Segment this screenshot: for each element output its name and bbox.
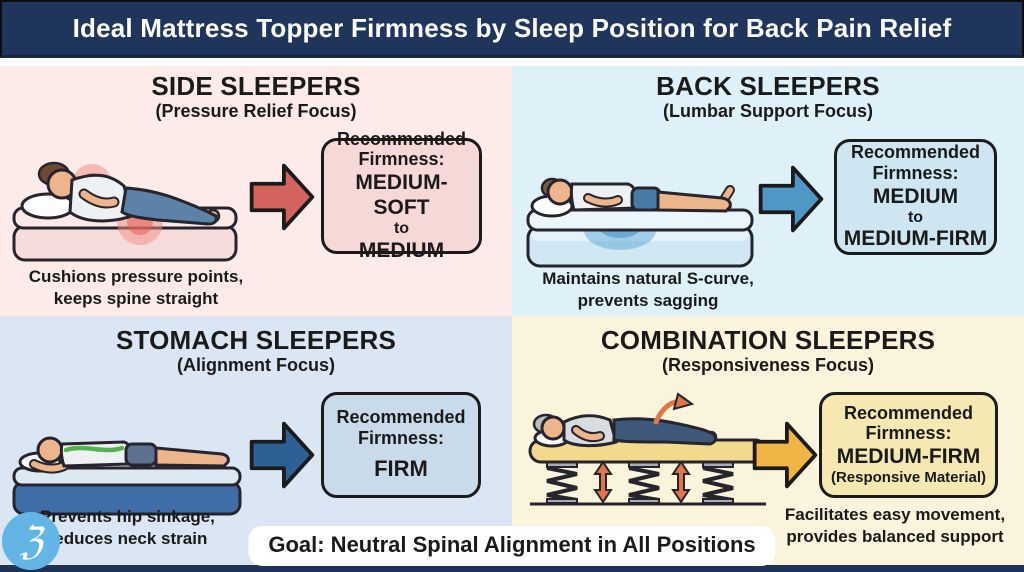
- legs: [656, 190, 732, 213]
- coil-springs: [546, 461, 734, 504]
- box-heading: Recommended: [843, 402, 974, 423]
- box-heading: Recommended: [850, 142, 981, 163]
- firmness-value: MEDIUM-FIRM: [836, 445, 981, 469]
- torso: [59, 440, 132, 468]
- caption: Cushions pressure points, keeps spine st…: [28, 267, 244, 309]
- arm: [573, 427, 603, 441]
- firmness-connector: to: [393, 220, 410, 238]
- up-down-arrow-icon: [593, 460, 613, 504]
- box-heading: Recommended: [336, 128, 467, 149]
- section-title: SIDE SLEEPERS: [151, 71, 361, 101]
- firmness-value: FIRM: [374, 456, 428, 482]
- box-heading: Recommended: [336, 407, 466, 428]
- goal-banner: Goal: Neutral Spinal Alignment in All Po…: [248, 526, 776, 566]
- section-subtitle: (Pressure Relief Focus): [155, 101, 357, 121]
- header-bar: Ideal Mattress Topper Firmness by Sleep …: [0, 0, 1024, 58]
- box-heading2: Firmness:: [872, 163, 959, 184]
- spine-alignment-line: [63, 445, 125, 453]
- legs: [612, 417, 717, 446]
- caption: Facilitates easy movement, provides bala…: [784, 505, 1006, 547]
- brand-logo: ℨ: [2, 512, 60, 570]
- goal-text: Goal: Neutral Spinal Alignment in All Po…: [268, 532, 756, 557]
- up-down-arrow-icon: [671, 460, 691, 504]
- arm: [80, 190, 118, 207]
- caption: Prevents hip sinkage, reduces neck strai…: [40, 507, 215, 549]
- quadrant-back-sleepers: BACK SLEEPERS (Lumbar Support Focus): [512, 66, 1024, 316]
- section-subtitle: (Lumbar Support Focus): [663, 101, 873, 121]
- recommendation-box: Recommended Firmness: MEDIUM-FIRM (Respo…: [819, 392, 998, 498]
- page-title: Ideal Mattress Topper Firmness by Sleep …: [72, 13, 952, 43]
- section-title: BACK SLEEPERS: [656, 71, 880, 101]
- box-heading2: Firmness:: [357, 427, 445, 448]
- head: [546, 178, 574, 206]
- right-arrow-icon: [249, 163, 315, 231]
- section-subtitle: (Alignment Focus): [177, 355, 335, 375]
- right-arrow-icon: [758, 165, 824, 233]
- back-sleeper-illustration: [526, 177, 754, 268]
- firmness-value: MEDIUM-SOFT: [355, 171, 448, 220]
- recommendation-box: Recommended Firmness: MEDIUM-SOFT to MED…: [321, 129, 482, 262]
- right-arrow-icon: [249, 421, 315, 489]
- caption: Maintains natural S-curve, prevents sagg…: [542, 269, 754, 311]
- recommendation-box: Recommended Firmness: MEDIUM to MEDIUM-F…: [834, 139, 997, 255]
- section-subtitle: (Responsiveness Focus): [661, 355, 875, 375]
- shorts: [124, 442, 158, 467]
- quadrant-side-sleepers: SIDE SLEEPERS (Pressure Relief Focus): [0, 66, 512, 316]
- firmness-connector: to: [907, 208, 924, 226]
- logo-monogram-icon: ℨ: [19, 519, 43, 563]
- shorts: [630, 186, 662, 212]
- section-title: STOMACH SLEEPERS: [115, 325, 397, 355]
- stomach-sleeper-illustration: [12, 436, 242, 516]
- head: [36, 436, 64, 464]
- arm: [585, 195, 621, 206]
- legs: [120, 186, 218, 226]
- arm: [31, 461, 67, 472]
- firmness-value2: MEDIUM-FIRM: [843, 227, 988, 251]
- firmness-value2: MEDIUM: [358, 239, 445, 263]
- firmness-value: MEDIUM: [872, 184, 959, 208]
- section-title: COMBINATION SLEEPERS: [600, 325, 936, 355]
- legs: [154, 446, 230, 468]
- recommendation-box: Recommended Firmness: FIRM: [321, 392, 481, 498]
- side-sleeper-illustration: [12, 161, 238, 262]
- combination-sleeper-illustration: [528, 392, 768, 506]
- box-heading2: Firmness:: [358, 149, 445, 170]
- bottom-bar: [0, 565, 1024, 572]
- quadrant-combination-sleepers: COMBINATION SLEEPERS (Responsiveness Foc…: [512, 316, 1024, 572]
- head: [540, 415, 566, 441]
- box-heading2: Firmness:: [865, 423, 952, 444]
- mattress-topper: [12, 466, 242, 487]
- right-arrow-icon: [752, 421, 818, 489]
- firmness-note: (Responsive Material): [830, 469, 987, 487]
